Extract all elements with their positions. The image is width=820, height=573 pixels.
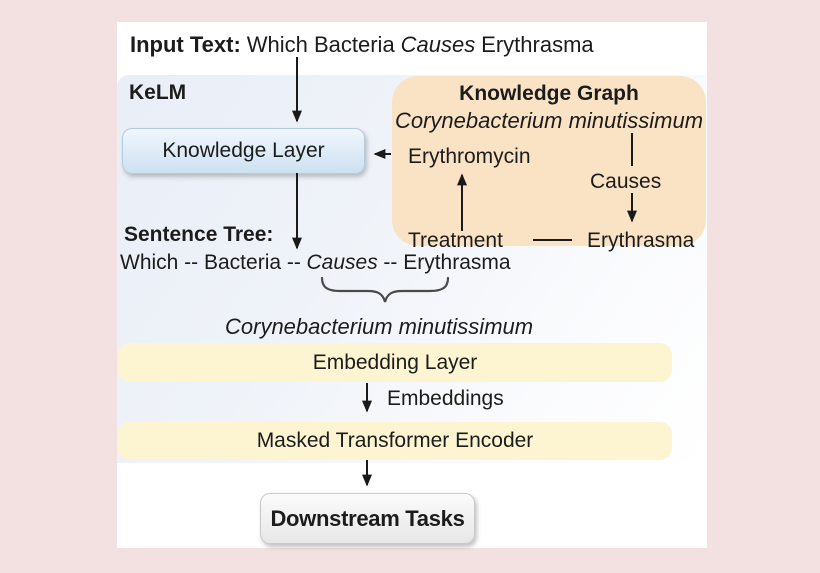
erythrasma-node: Erythrasma [587,229,695,252]
downstream-tasks-label: Downstream Tasks [270,505,465,531]
knowledge-graph-title: Knowledge Graph [459,82,639,105]
embeddings-arrow-label: Embeddings [387,387,504,410]
input-text-segment-2: Erythrasma [481,32,594,57]
embedding-layer-box: Embedding Layer [118,343,672,382]
causes-edge-label: Causes [590,170,662,193]
sentence-tree-line: Which -- Bacteria --Causes-- Erythrasma [120,251,511,274]
knowledge-graph-box [392,76,706,246]
knowledge-graph-entity: Corynebacterium minutissimum [394,108,704,133]
treatment-node: Treatment [408,229,503,252]
tree-causes-token: Causes [306,251,378,274]
encoder-label: Masked Transformer Encoder [256,429,534,452]
input-text-causes: Causes [400,32,476,57]
knowledge-layer-box: Knowledge Layer [122,128,365,174]
diagram-panel: Embedding Layer Masked Transformer Encod… [117,22,707,548]
tree-segment-1: Which -- Bacteria -- [120,251,301,274]
brace-annotation: Corynebacterium minutissimum [225,314,534,339]
masked-transformer-encoder-box: Masked Transformer Encoder [118,422,672,460]
input-text-segment-1: Which Bacteria [246,32,395,57]
sentence-tree-label: Sentence Tree: [124,223,274,246]
tree-segment-2: -- Erythrasma [383,251,511,274]
erythromycin-node: Erythromycin [408,145,531,168]
downstream-tasks-box: Downstream Tasks [260,493,475,544]
knowledge-layer-label: Knowledge Layer [162,139,325,162]
input-text-label: Input Text: [130,32,241,57]
embedding-layer-label: Embedding Layer [312,350,478,374]
kelm-label: KeLM [129,81,187,104]
